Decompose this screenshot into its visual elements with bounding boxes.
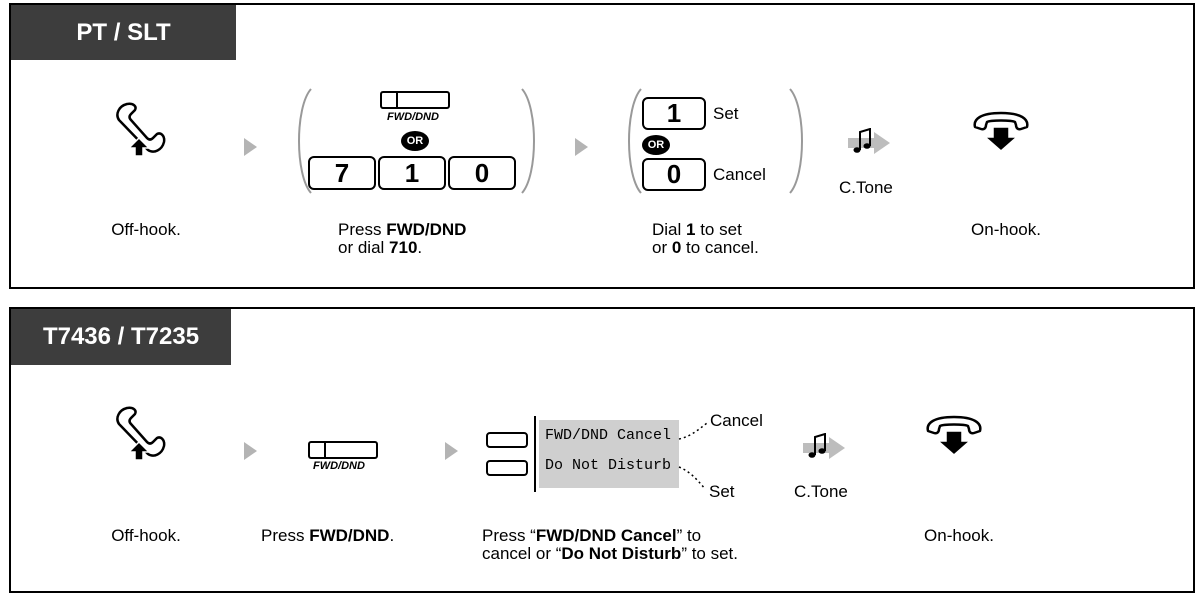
- step-arrow-icon: [244, 138, 257, 156]
- confirmation-tone-icon: [803, 433, 846, 460]
- caption-text: .: [389, 526, 395, 545]
- caption-text: cancel or “: [482, 544, 562, 563]
- digit-key-0[interactable]: 0: [448, 156, 516, 190]
- lcd-line-2[interactable]: Do Not Disturb: [545, 457, 672, 474]
- caption-text: to cancel.: [681, 238, 759, 257]
- caption-text: Dial: [652, 220, 687, 239]
- panel-tab-label: T7436 / T7235: [42, 323, 200, 350]
- caption-text: .: [417, 238, 423, 257]
- left-paren-icon: [628, 88, 642, 194]
- digit-key-label: 1: [404, 157, 420, 188]
- fwd-dnd-key-label: FWD/DND: [387, 111, 439, 123]
- right-paren-icon: [789, 88, 803, 194]
- caption-bold: 710: [389, 238, 418, 257]
- digit-key-7[interactable]: 7: [308, 156, 376, 190]
- caption-text: Press: [261, 526, 310, 545]
- handset-offhook-icon: [116, 406, 166, 462]
- caption-text: ” to set.: [681, 544, 738, 563]
- lcd-display: FWD/DND Cancel Do Not Disturb: [539, 420, 679, 488]
- display-caption: Press “FWD/DND Cancel” to cancel or “Do …: [482, 527, 738, 563]
- or-badge: OR: [642, 135, 670, 155]
- fwd-dnd-key[interactable]: [308, 441, 378, 459]
- set-key-1[interactable]: 1: [642, 97, 706, 130]
- fwd-dnd-key-label: FWD/DND: [313, 460, 365, 472]
- digit-key-label: 7: [334, 157, 350, 188]
- onhook-caption: On-hook.: [971, 220, 1041, 239]
- step-arrow-icon: [575, 138, 588, 156]
- offhook-caption: Off-hook.: [111, 220, 181, 239]
- confirmation-tone-icon: [848, 128, 891, 155]
- cancel-label: Cancel: [713, 165, 766, 184]
- callout-set: Set: [709, 482, 735, 501]
- onhook-caption: On-hook.: [924, 526, 994, 545]
- caption-text: to set: [695, 220, 742, 239]
- callout-cancel: Cancel: [710, 411, 763, 430]
- panel-tab: PT / SLT: [11, 5, 236, 60]
- cancel-key-0[interactable]: 0: [642, 158, 706, 191]
- set-label: Set: [713, 104, 739, 123]
- handset-offhook-icon: [116, 102, 166, 158]
- soft-key-1[interactable]: [486, 432, 528, 448]
- tone-label: C.Tone: [839, 178, 893, 197]
- digit-key-label: 0: [666, 159, 682, 189]
- step-arrow-icon: [445, 442, 458, 460]
- caption-bold: FWD/DND: [386, 220, 467, 239]
- offhook-caption: Off-hook.: [111, 526, 181, 545]
- t7436-t7235-panel: T7436 / T7235 Off-hook. FWD/DND Press FW…: [9, 307, 1195, 593]
- caption-text: Press “: [482, 526, 536, 545]
- digit-key-1[interactable]: 1: [378, 156, 446, 190]
- or-badge: OR: [401, 131, 429, 151]
- left-paren-icon: [298, 88, 312, 194]
- display-divider: [534, 416, 536, 492]
- handset-onhook-icon: [926, 415, 982, 457]
- caption-bold: 1: [686, 220, 696, 239]
- lcd-line-1[interactable]: FWD/DND Cancel: [545, 427, 672, 444]
- fwd-dnd-key[interactable]: [380, 91, 450, 109]
- press-caption: Press FWD/DND.: [261, 527, 394, 545]
- digit-key-label: 1: [666, 98, 682, 128]
- dial-caption: Dial 1 to set or 0 to cancel.: [652, 221, 759, 257]
- caption-text: ” to: [676, 526, 702, 545]
- tone-label: C.Tone: [794, 482, 848, 501]
- callout-lines: [678, 422, 708, 490]
- caption-bold: 0: [671, 238, 682, 257]
- caption-bold: FWD/DND: [309, 526, 390, 545]
- pt-slt-panel: PT / SLT Off-hook. FWD/DND OR 7 1 0 Pres…: [9, 3, 1195, 289]
- caption-text: or dial: [338, 238, 390, 257]
- caption-bold: Do Not Disturb: [561, 544, 682, 563]
- digit-key-label: 0: [474, 157, 490, 188]
- handset-onhook-icon: [973, 111, 1029, 153]
- soft-key-2[interactable]: [486, 460, 528, 476]
- caption-text: or: [652, 238, 672, 257]
- caption-text: Press: [338, 220, 387, 239]
- right-paren-icon: [521, 88, 535, 194]
- press-caption: Press FWD/DND or dial 710.: [338, 221, 466, 257]
- step-arrow-icon: [244, 442, 257, 460]
- panel-tab-label: PT / SLT: [76, 18, 171, 46]
- caption-bold: FWD/DND Cancel: [535, 526, 677, 545]
- panel-tab: T7436 / T7235: [11, 309, 231, 365]
